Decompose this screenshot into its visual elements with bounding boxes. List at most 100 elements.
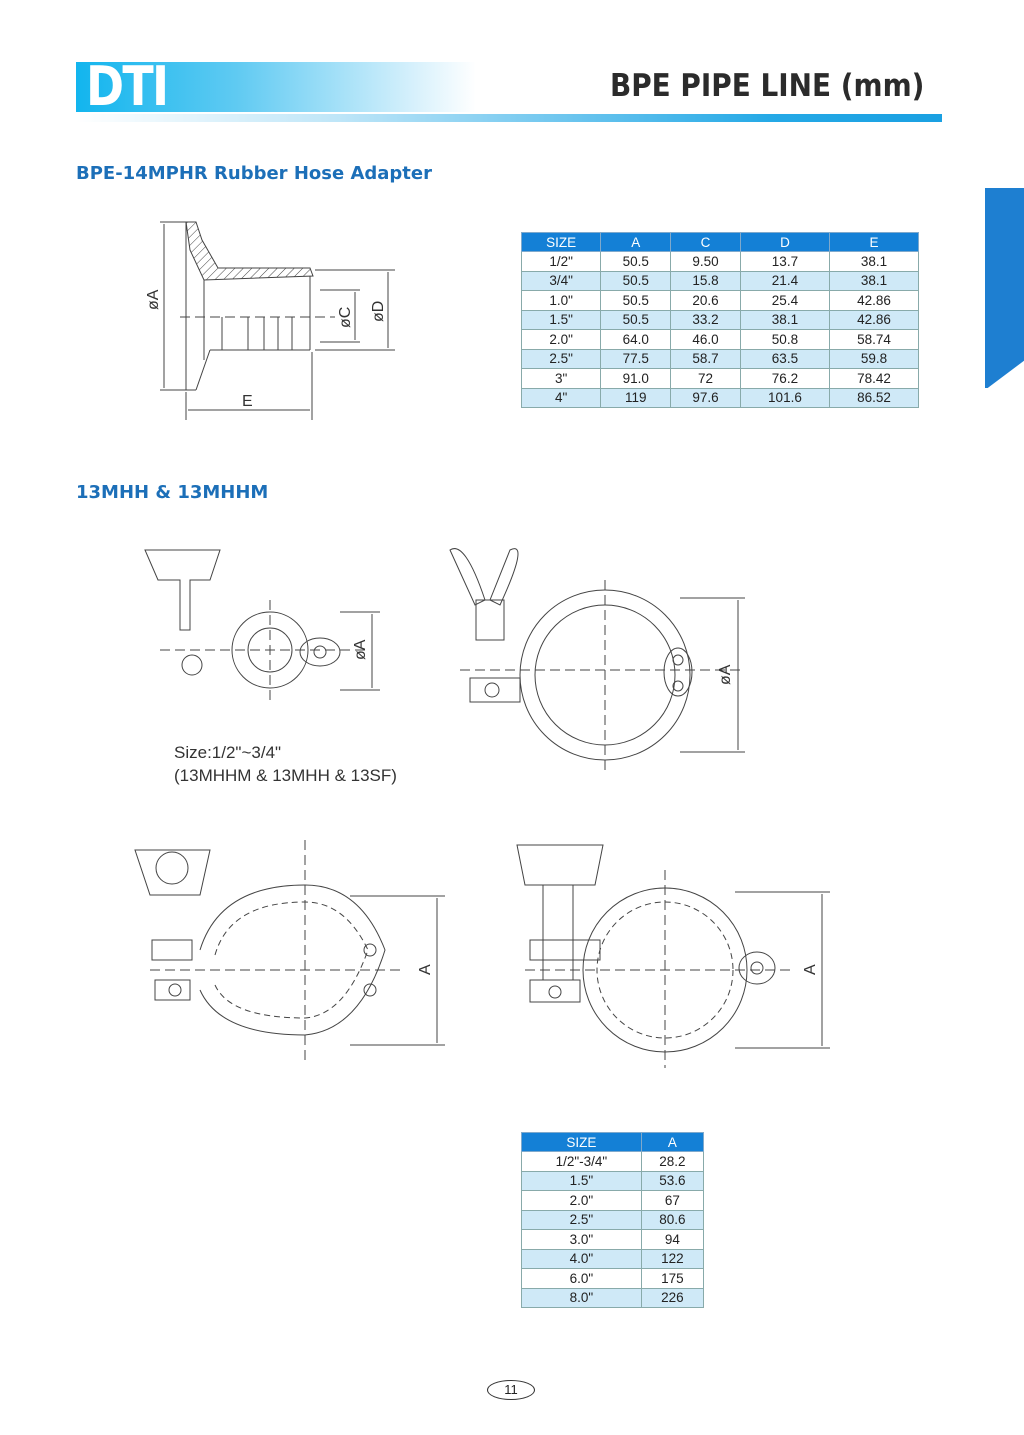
table-cell: 3.0" [521,1229,642,1250]
page-title: BPE PIPE LINE (mm) [609,68,924,104]
small-clamp-drawing: øA [144,549,380,705]
dim-label-a-dia: øA [717,664,734,685]
table-cell: 15.8 [670,270,741,291]
table-cell: 20.6 [670,290,741,311]
table-cell: 58.7 [670,348,741,369]
table-cell: 226 [640,1287,705,1308]
table-cell: 2.5" [520,348,602,369]
table-cell: 6.0" [521,1268,642,1289]
table-cell: 50.5 [600,290,672,311]
wing-nut-clamp-drawing: øA [449,548,745,770]
heavy-wing-clamp-drawing: A [516,844,830,1068]
column-header: A [640,1132,705,1152]
table-cell: 76.2 [739,368,830,389]
table-cell: 86.52 [828,387,920,408]
table-cell: 80.6 [640,1209,705,1230]
table-cell: 9.50 [670,251,741,272]
table-row: 6.0"175 [521,1268,705,1289]
header-divider [76,114,942,122]
table-cell: 59.8 [828,348,920,369]
table-cell: 2.5" [521,1209,642,1230]
table-cell: 101.6 [739,387,830,408]
table-cell: 91.0 [600,368,672,389]
table-cell: 38.1 [739,309,830,330]
hose-adapter-drawing: øA øC øD E [145,221,395,420]
table-cell: 2.0" [521,1190,642,1211]
logo-banner [76,62,476,112]
table-cell: 1.5" [521,1170,642,1191]
table-cell: 3/4" [520,270,602,291]
table-cell: 94 [640,1229,705,1250]
size-caption: Size:1/2"~3/4" [174,743,282,762]
table-cell: 50.5 [600,309,672,330]
table-cell: 50.8 [739,329,830,350]
table-cell: 2.0" [520,329,602,350]
table-cell: 175 [640,1268,705,1289]
table-cell: 77.5 [600,348,672,369]
table-row: 4.0"122 [521,1248,705,1269]
table-cell: 122 [640,1248,705,1269]
table-cell: 63.5 [739,348,830,369]
dim-label-a: A [417,964,434,975]
side-tab-marker [985,188,1024,388]
table-cell: 53.6 [640,1170,705,1191]
table-cell: 1.5" [520,309,602,330]
table-cell: 33.2 [670,309,741,330]
table-cell: 58.74 [828,329,920,350]
table-cell: 46.0 [670,329,741,350]
table-cell: 8.0" [521,1287,642,1308]
table-cell: 1/2" [520,251,602,272]
table-row: 3.0"94 [521,1229,705,1250]
model-caption: (13MHHM & 13MHH & 13SF) [174,766,397,785]
table-cell: 21.4 [739,270,830,291]
table-cell: 78.42 [828,368,920,389]
table-cell: 28.2 [640,1151,705,1172]
column-header: SIZE [521,1132,642,1152]
section-title-clamps: 13MHH & 13MHHM [76,482,269,503]
table-cell: 38.1 [828,251,920,272]
column-header: C [670,232,741,252]
dim-label-d: øD [370,301,387,322]
table-cell: 50.5 [600,270,672,291]
logo: DTI [86,55,169,118]
table-cell: 42.86 [828,309,920,330]
table-cell: 38.1 [828,270,920,291]
table-cell: 119 [600,387,672,408]
table-cell: 1.0" [520,290,602,311]
table-row: 2.0"67 [521,1190,705,1211]
table-row: 1/2"-3/4"28.2 [521,1151,705,1172]
dim-label-a: øA [145,289,162,310]
column-header: D [739,232,830,252]
side-tab-corner [985,360,1024,390]
table-row: 8.0"226 [521,1287,705,1308]
table-row: 1.5"53.6 [521,1170,705,1191]
table-cell: 1/2"-3/4" [521,1151,642,1172]
table-cell: 13.7 [739,251,830,272]
column-header: SIZE [520,232,602,252]
table-cell: 4.0" [521,1248,642,1269]
table-cell: 3" [520,368,602,389]
table-cell: 72 [670,368,741,389]
table-cell: 97.6 [670,387,741,408]
table-cell: 64.0 [600,329,672,350]
column-header: A [600,232,672,252]
table-cell: 4" [520,387,602,408]
page-number: 11 [487,1380,535,1400]
table-row: 2.5"80.6 [521,1209,705,1230]
heavy-clamp-drawing: A [134,840,445,1065]
table-cell: 42.86 [828,290,920,311]
dim-label-e: E [242,393,253,410]
dim-label-a: A [802,964,819,975]
table-cell: 25.4 [739,290,830,311]
